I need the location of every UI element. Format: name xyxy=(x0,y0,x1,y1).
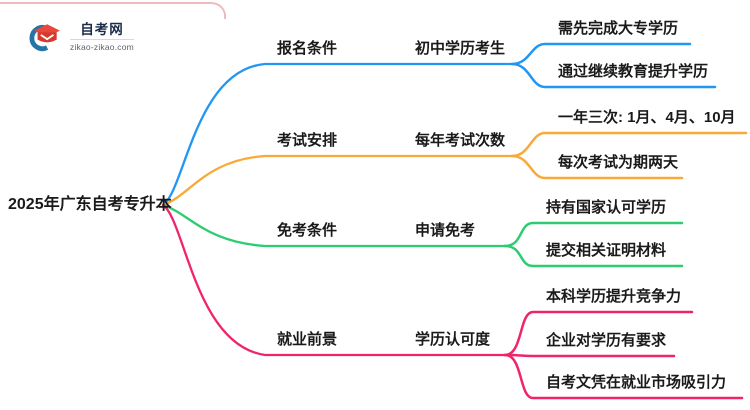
branch-trunk-line-exam-schedule xyxy=(161,154,514,207)
leaf-connector-line-employment-2 xyxy=(503,353,744,400)
leaf-connector-line-registration-0 xyxy=(510,42,692,66)
leaf-connector-line-exam-schedule-0 xyxy=(510,131,748,158)
leaf-topic[interactable]: 每次考试为期两天 xyxy=(558,154,679,171)
site-logo-icon xyxy=(29,24,60,52)
branch-topic-exemption[interactable]: 免考条件 xyxy=(277,222,338,239)
branch-subtopic-exam-schedule[interactable]: 每年考试次数 xyxy=(415,132,506,149)
site-logo-title: 自考网 xyxy=(80,21,124,37)
branch-trunk-line-registration xyxy=(161,62,514,207)
branch-trunk-line-employment xyxy=(161,203,507,357)
branch-subtopic-employment[interactable]: 学历认可度 xyxy=(415,331,491,348)
leaf-connector-line-exam-schedule-1 xyxy=(510,154,684,180)
site-logo[interactable]: 自考网 zikao-zikao.com xyxy=(28,20,134,54)
root-topic[interactable]: 2025年广东自考专升本 xyxy=(8,196,172,213)
branch-subtopic-exemption[interactable]: 申请免考 xyxy=(415,222,476,239)
branch-topic-registration[interactable]: 报名条件 xyxy=(277,40,338,57)
leaf-topic[interactable]: 持有国家认可学历 xyxy=(546,199,667,216)
leaf-topic[interactable]: 需先完成大专学历 xyxy=(558,20,679,37)
leaf-connector-line-exemption-0 xyxy=(503,221,684,248)
leaf-topic[interactable]: 本科学历提升竞争力 xyxy=(546,288,682,305)
leaf-topic[interactable]: 一年三次: 1月、4月、10月 xyxy=(558,109,736,126)
site-logo-domain: zikao-zikao.com xyxy=(70,41,134,52)
leaf-topic[interactable]: 企业对学历有要求 xyxy=(546,332,667,349)
leaf-connector-line-registration-1 xyxy=(510,62,717,89)
frame-border-fragment xyxy=(0,1,226,19)
leaf-connector-line-employment-1 xyxy=(503,353,676,358)
leaf-topic[interactable]: 提交相关证明材料 xyxy=(546,242,667,259)
leaf-topic[interactable]: 自考文凭在就业市场吸引力 xyxy=(546,374,727,391)
leaf-connector-line-employment-0 xyxy=(503,310,694,357)
branch-topic-employment[interactable]: 就业前景 xyxy=(277,331,338,348)
leaf-topic[interactable]: 通过继续教育提升学历 xyxy=(558,63,709,80)
leaf-connector-line-exemption-1 xyxy=(503,244,684,268)
branch-trunk-line-exemption xyxy=(161,203,507,248)
branch-topic-exam-schedule[interactable]: 考试安排 xyxy=(277,132,338,149)
logo-divider xyxy=(70,38,134,40)
branch-subtopic-registration[interactable]: 初中学历考生 xyxy=(415,40,506,57)
